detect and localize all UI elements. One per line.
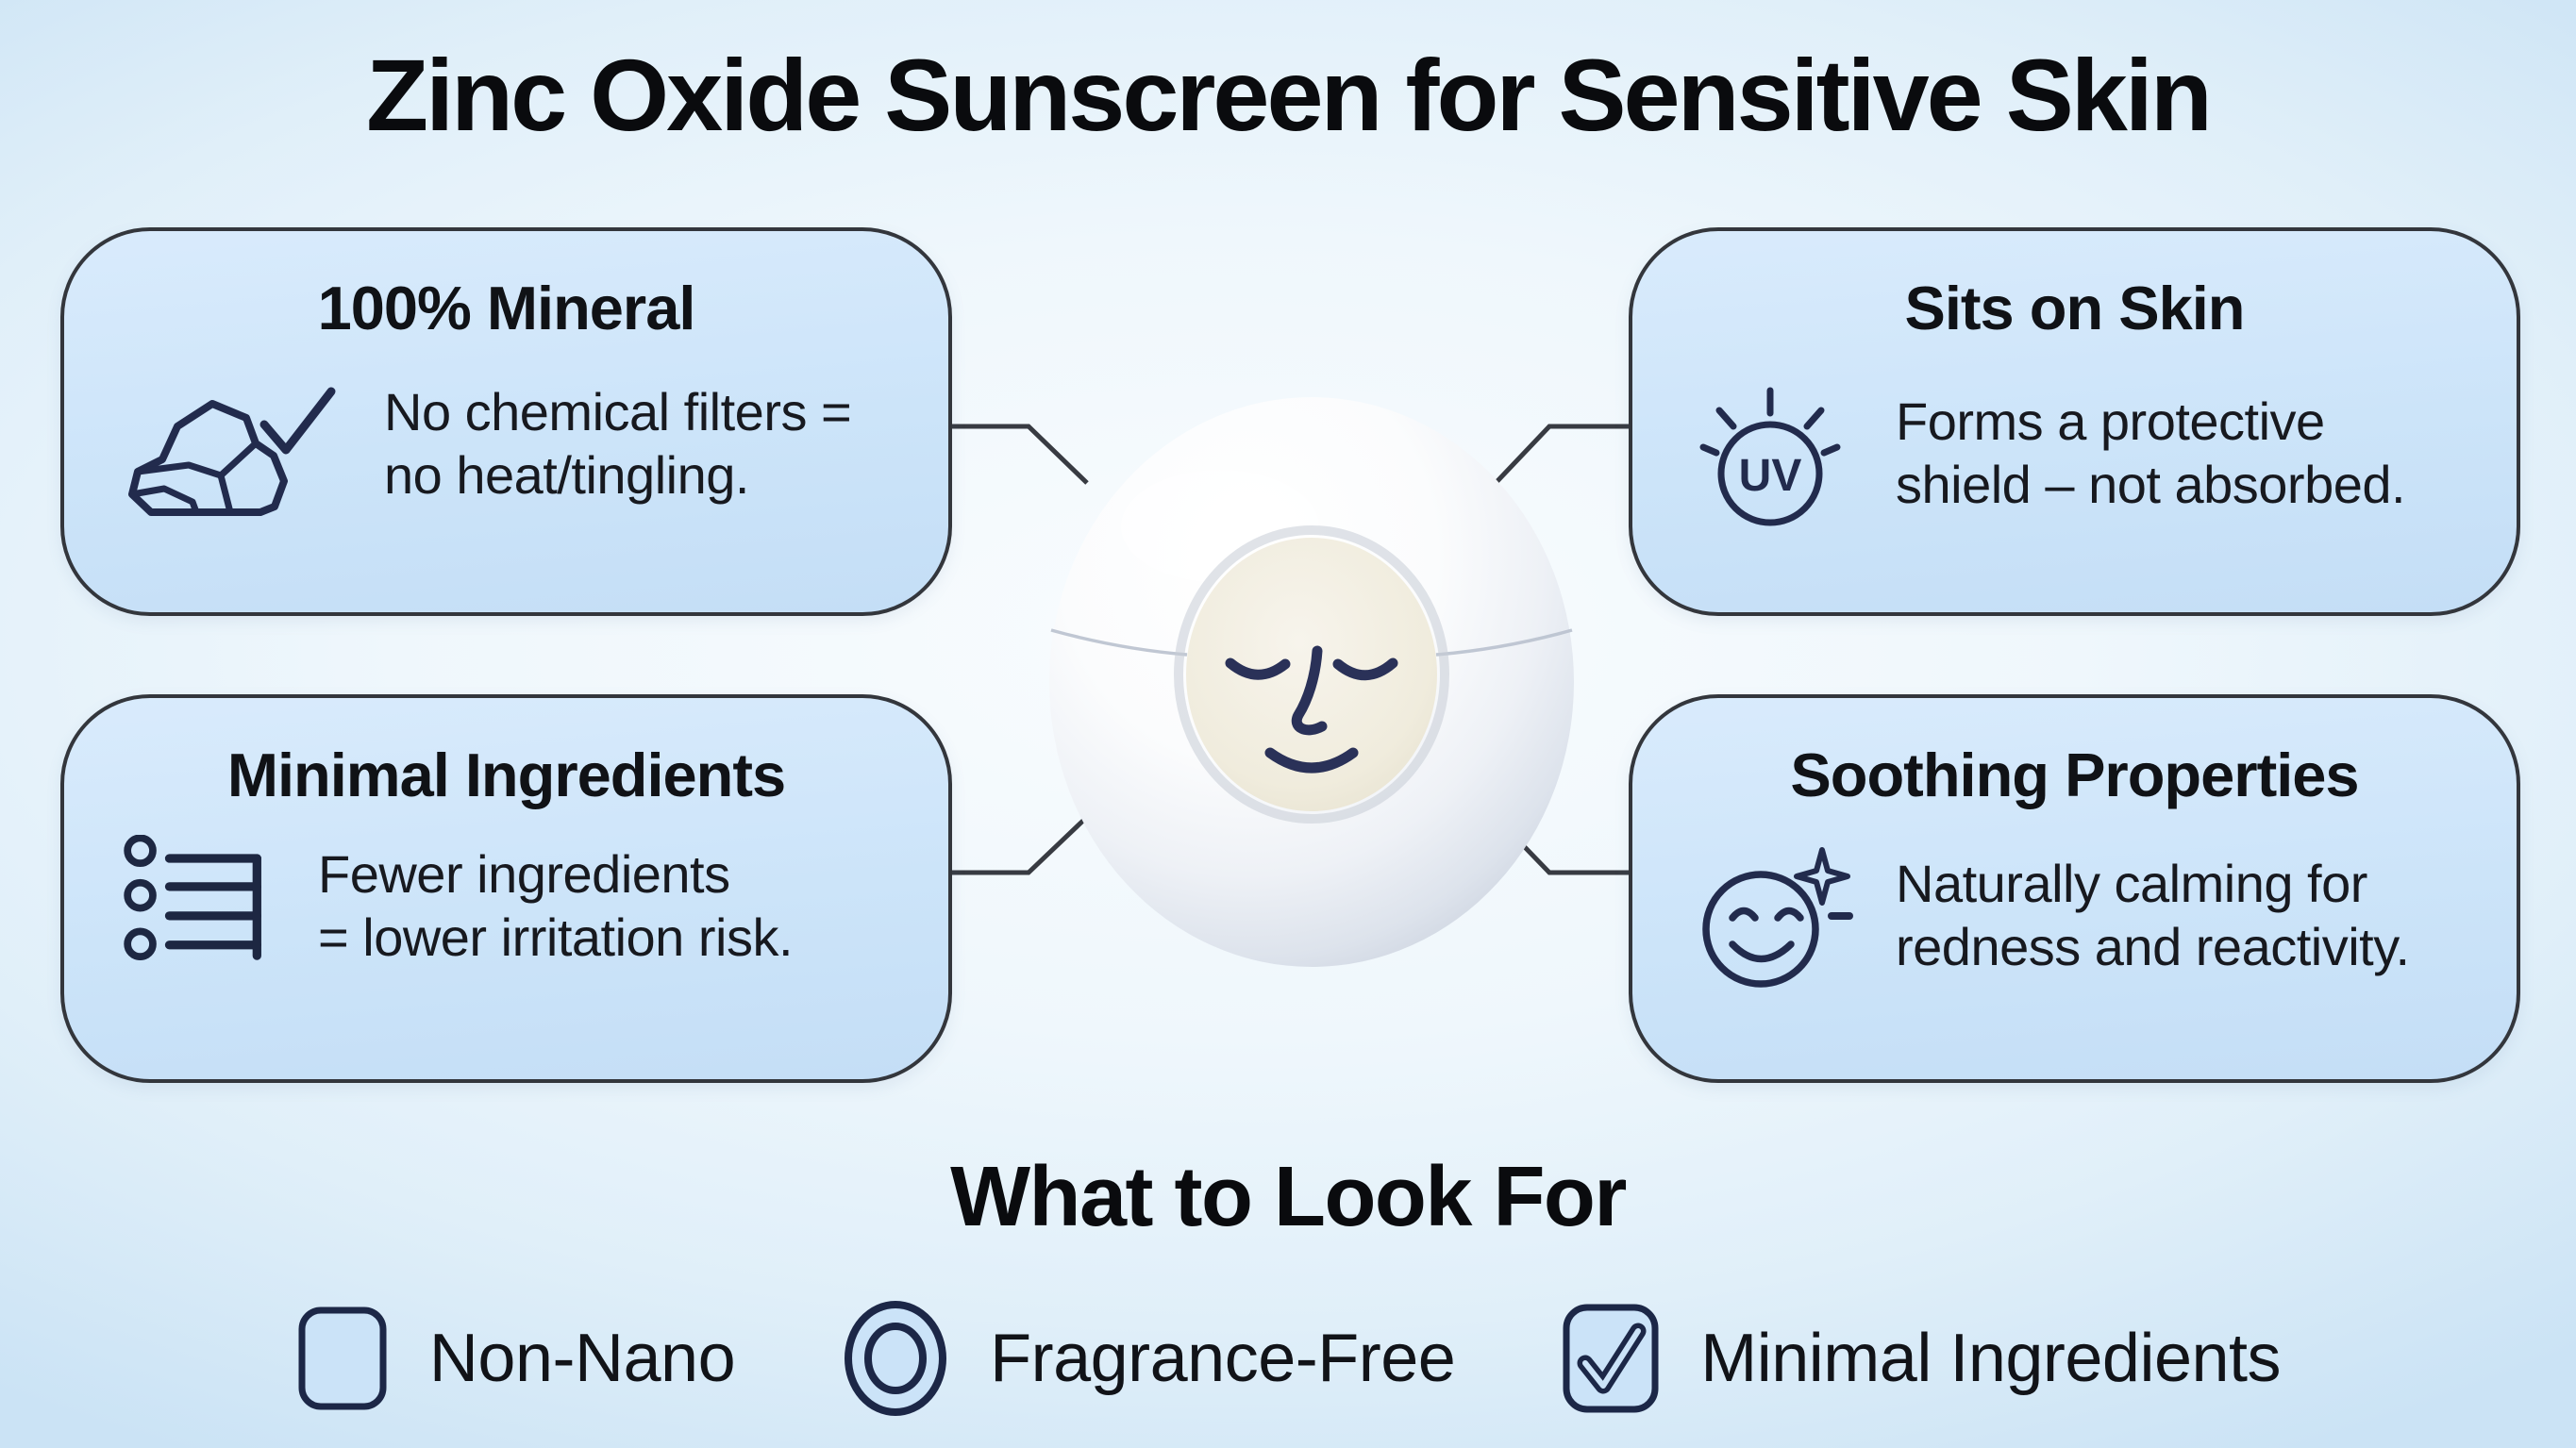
legend-row: Non-Nano Fragrance-Free Minimal Ingredie… [0,1298,2576,1419]
body-line-1: Forms a protective [1896,391,2325,451]
calm-face-features [1225,645,1398,774]
mineral-rock-check-icon [123,368,344,519]
legend-label: Minimal Ingredients [1700,1321,2282,1396]
double-circle-icon [841,1298,950,1419]
sunscreen-jar-illustration [1049,397,1574,967]
page-title: Zinc Oxide Sunscreen for Sensitive Skin [366,38,2213,152]
body-line-2: = lower irritation risk. [318,907,794,967]
right-eye [1332,657,1398,681]
card-soothing-properties: Soothing Properties Naturally calming fo… [1629,694,2520,1083]
body-line-2: shield – not absorbed. [1896,455,2406,514]
nose [1291,645,1328,736]
card-body-text: Forms a protective shield – not absorbed… [1896,390,2406,516]
legend-item-minimal-ingredients: Minimal Ingredients [1561,1303,2282,1414]
card-sits-on-skin: Sits on Skin UV Forms a protective shiel… [1629,227,2520,616]
uv-icon-label: UV [1739,451,1802,501]
smiling-face-sparkle-icon [1691,835,1856,995]
uv-sun-icon: UV [1691,368,1856,538]
left-eye [1225,657,1291,680]
card-100-mineral: 100% Mineral No chemical filters = no he… [60,227,952,616]
body-line-2: redness and reactivity. [1896,917,2410,976]
card-body-text: Fewer ingredients = lower irritation ris… [318,842,794,969]
body-line-1: No chemical filters = [384,381,852,441]
legend-label: Non-Nano [428,1321,736,1396]
rounded-square-icon [295,1305,390,1412]
legend-label: Fragrance-Free [990,1321,1456,1396]
face-inset-ring [1174,525,1449,824]
legend-item-non-nano: Non-Nano [295,1305,736,1412]
legend-item-fragrance-free: Fragrance-Free [841,1298,1456,1419]
card-title: Minimal Ingredients [226,741,786,809]
smile [1264,747,1359,774]
body-line-1: Fewer ingredients [318,843,730,904]
card-title: 100% Mineral [317,274,696,342]
card-title: Sits on Skin [1904,274,2245,342]
jar-seam-right [1435,628,1573,657]
checkbox-check-icon [1561,1303,1661,1414]
card-title: Soothing Properties [1790,741,2359,809]
ingredient-list-icon [123,835,278,976]
body-line-1: Naturally calming for [1896,853,2367,913]
card-body-text: Naturally calming for redness and reacti… [1896,852,2410,978]
jar-seam-left [1050,628,1188,657]
card-body-text: No chemical filters = no heat/tingling. [384,380,852,507]
body-line-2: no heat/tingling. [384,445,749,505]
footer-heading: What to Look For [950,1150,1627,1244]
card-minimal-ingredients: Minimal Ingredients Fewer ingredients = … [60,694,952,1083]
